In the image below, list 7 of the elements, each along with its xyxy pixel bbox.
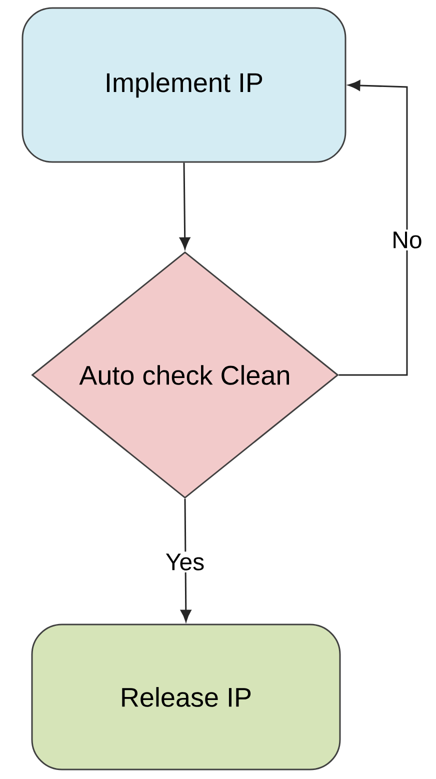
process-box: Implement IP	[22, 7, 346, 163]
arrow	[180, 498, 192, 622]
arrow	[338, 80, 408, 376]
arrow	[180, 162, 190, 250]
edge-label: Yes	[163, 552, 207, 572]
terminal-box: Release IP	[31, 624, 341, 770]
edge-label: No	[390, 230, 424, 250]
